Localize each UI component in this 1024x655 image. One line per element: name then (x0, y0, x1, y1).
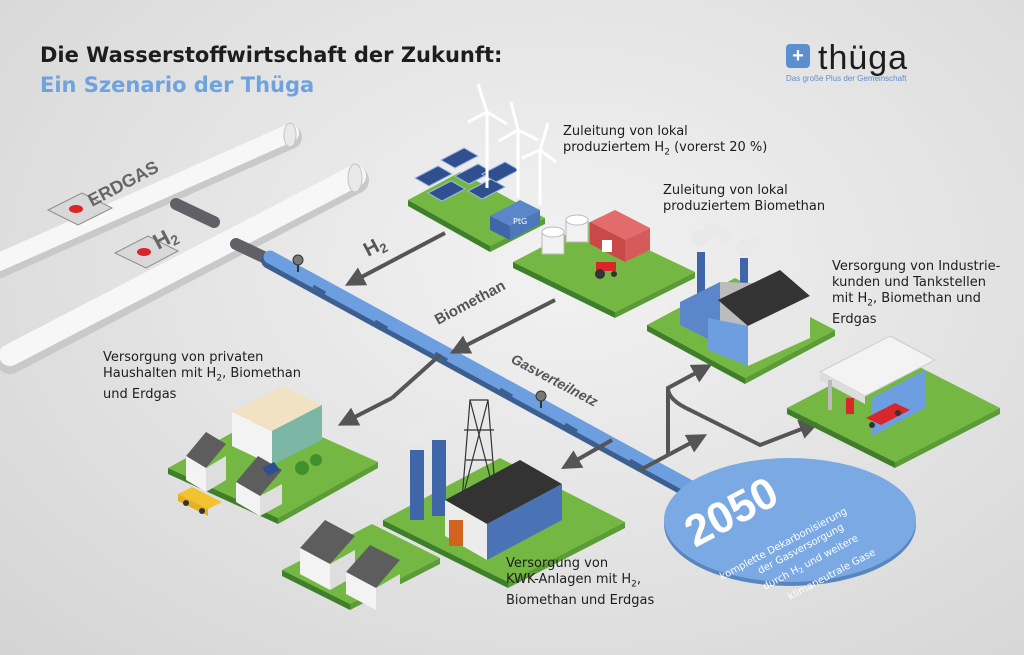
callout-households: Versorgung von privaten Haushalten mit H… (103, 350, 301, 403)
logo-wordmark: thüga (818, 39, 909, 77)
ptg-label: PtG (513, 217, 527, 226)
badge-line-3-subscript: 2 (798, 566, 806, 575)
biomethan-feed-label: Biomethan (432, 277, 508, 328)
ptg-container-icon: PtG (490, 200, 540, 240)
house-icon (186, 432, 226, 492)
small-houses-island (282, 520, 440, 610)
callout-industry-line3: mit H2, Biomethan und (832, 291, 981, 309)
callout-households-line1: Versorgung von privaten (103, 350, 264, 365)
callout-local-biomethane-line2: produziertem Biomethan (663, 199, 826, 214)
wind-turbine-icon (467, 83, 557, 205)
plus-icon: + (786, 44, 810, 68)
cooling-tower-icon (410, 440, 446, 520)
erdgas-shield (46, 192, 114, 226)
house-icon (346, 545, 400, 610)
feed-arrows (344, 231, 556, 354)
main-pipes (0, 122, 369, 374)
house-icon (300, 520, 355, 590)
callout-chp-line1: Versorgung von (506, 556, 609, 571)
factory-icon (680, 252, 810, 366)
callout-industry-line4: Erdgas (832, 311, 877, 327)
callout-chp: Versorgung von KWK-Anlagen mit H2, Biome… (506, 556, 654, 609)
biogas-farm-island (513, 210, 695, 318)
callout-households-line2: Haushalten mit H2, Biomethan (103, 366, 302, 384)
supply-arrows (337, 353, 820, 472)
tractor-icon (595, 262, 617, 279)
office-building-icon (232, 386, 322, 465)
callout-chp-line2: KWK-Anlagen mit H2, (506, 572, 641, 590)
gas-tank-icon (541, 214, 589, 255)
industry-island (647, 222, 835, 384)
gas-network-pipe (261, 250, 709, 504)
chp-building-icon (445, 460, 562, 560)
smoke-icon (407, 413, 451, 445)
gas-station-island (787, 335, 1000, 468)
smoke-icon (691, 222, 762, 256)
callout-chp-line3: Biomethan und Erdgas (506, 592, 655, 608)
valve-icon (292, 254, 304, 272)
callout-industry-line2: kunden und Tankstellen (832, 275, 986, 290)
target-2050-badge: 2050 komplette Dekarbonisierung der Gasv… (664, 458, 916, 603)
callout-industry-line1: Versorgung von Industrie- (832, 259, 1001, 274)
h2-shield (113, 235, 180, 269)
callout-households-line3: und Erdgas (103, 386, 177, 402)
callout-local-h2-line2: produziertem H2 (vorerst 20 %) (563, 140, 768, 158)
households-island (168, 386, 378, 524)
bus-icon (178, 487, 222, 516)
valve-icon (535, 390, 547, 408)
house-icon (236, 456, 282, 516)
callout-local-h2-line1: Zuleitung von lokal (563, 124, 688, 139)
car-icon (866, 403, 910, 428)
page-title: Die Wasserstoffwirtschaft der Zukunft: (40, 43, 503, 67)
tree-icon (295, 454, 322, 475)
svg-text:H2: H2 (360, 232, 390, 263)
callout-local-biomethane: Zuleitung von lokal produziertem Biometh… (663, 183, 825, 215)
chp-plant-island (383, 399, 625, 588)
callout-industry: Versorgung von Industrie- kunden und Tan… (832, 259, 1000, 328)
callout-local-h2: Zuleitung von lokal produziertem H2 (vor… (563, 124, 767, 161)
page-subtitle: Ein Szenario der Thüga (40, 73, 315, 97)
callout-local-biomethane-line1: Zuleitung von lokal (663, 183, 788, 198)
logo-tagline: Das große Plus der Gemeinschaft (786, 74, 907, 83)
barn-icon (590, 210, 650, 262)
solar-wind-island: PtG (408, 83, 557, 252)
